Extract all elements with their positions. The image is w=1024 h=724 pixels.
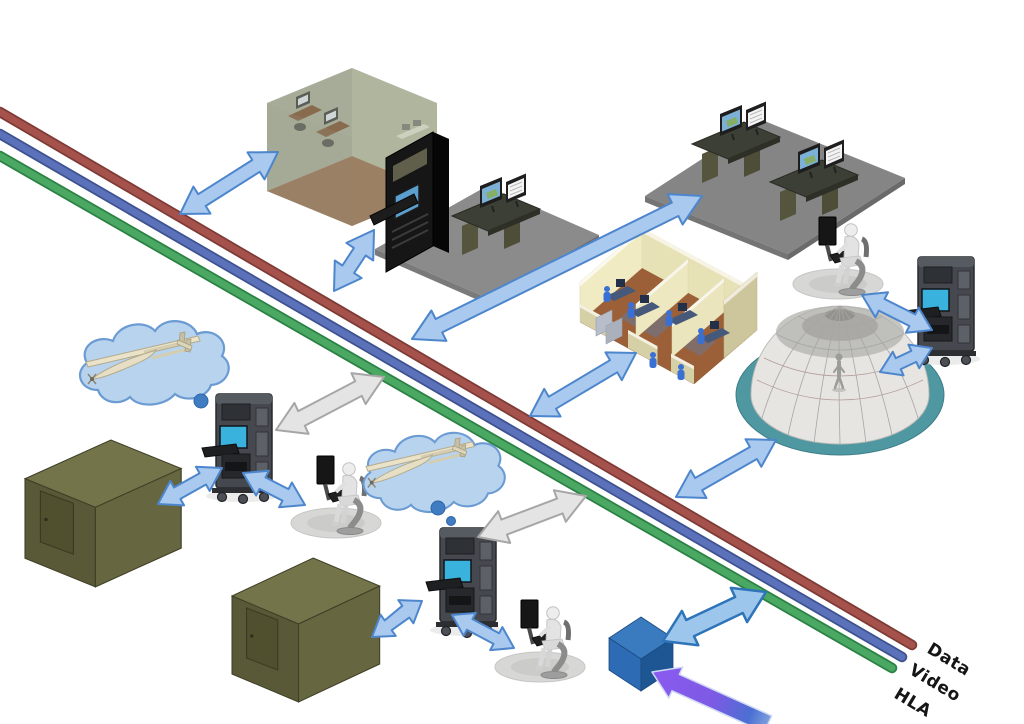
network-cube bbox=[608, 616, 674, 692]
arrow-bus-dome bbox=[675, 438, 777, 499]
shelter-1 bbox=[24, 439, 182, 588]
bus-line-data bbox=[0, 108, 916, 649]
room-workstation-2 bbox=[316, 107, 350, 147]
uav-cloud-2 bbox=[362, 431, 506, 526]
bus-lines bbox=[0, 106, 918, 674]
rack-station bbox=[369, 131, 599, 304]
bus-line-hla bbox=[0, 152, 896, 672]
gray-arrow-bus-cart1 bbox=[275, 372, 385, 435]
thought-dot bbox=[430, 500, 446, 516]
arrow-chair-cart-right bbox=[861, 291, 933, 334]
bus-line-video bbox=[0, 130, 906, 661]
server-rack-icon bbox=[369, 131, 449, 273]
dome-wireframe bbox=[761, 305, 919, 445]
shelter-2 bbox=[231, 557, 381, 703]
operations-building bbox=[579, 227, 758, 385]
arrow-bus-ops-room bbox=[179, 151, 279, 215]
arrow-shelter2-cart2 bbox=[371, 599, 423, 638]
gray-arrow-bus-cart2 bbox=[477, 489, 587, 544]
thought-cloud-icon bbox=[362, 431, 506, 514]
arrow-bus-building bbox=[529, 351, 637, 418]
arrow-cart1-chair1 bbox=[242, 469, 306, 509]
arrow-dome-cart-right bbox=[879, 343, 933, 377]
connector-arrows bbox=[157, 151, 933, 724]
building-workstations bbox=[603, 279, 730, 380]
dome-person bbox=[832, 353, 846, 392]
room-workstation-1 bbox=[288, 91, 322, 131]
arrow-bus-dual-console bbox=[411, 193, 703, 342]
arrow-shelter1-cart1 bbox=[157, 465, 223, 507]
platform bbox=[375, 186, 599, 298]
purple-feed-arrow bbox=[651, 666, 773, 724]
uav-cloud-1 bbox=[78, 320, 230, 409]
arrow-cube-bus bbox=[661, 586, 768, 647]
thought-dot bbox=[193, 393, 209, 409]
dual-console-platform bbox=[645, 100, 905, 260]
thought-dot bbox=[446, 516, 456, 526]
arrow-cart2-chair2 bbox=[451, 611, 515, 652]
arrow-bus-rack-station bbox=[333, 229, 375, 292]
